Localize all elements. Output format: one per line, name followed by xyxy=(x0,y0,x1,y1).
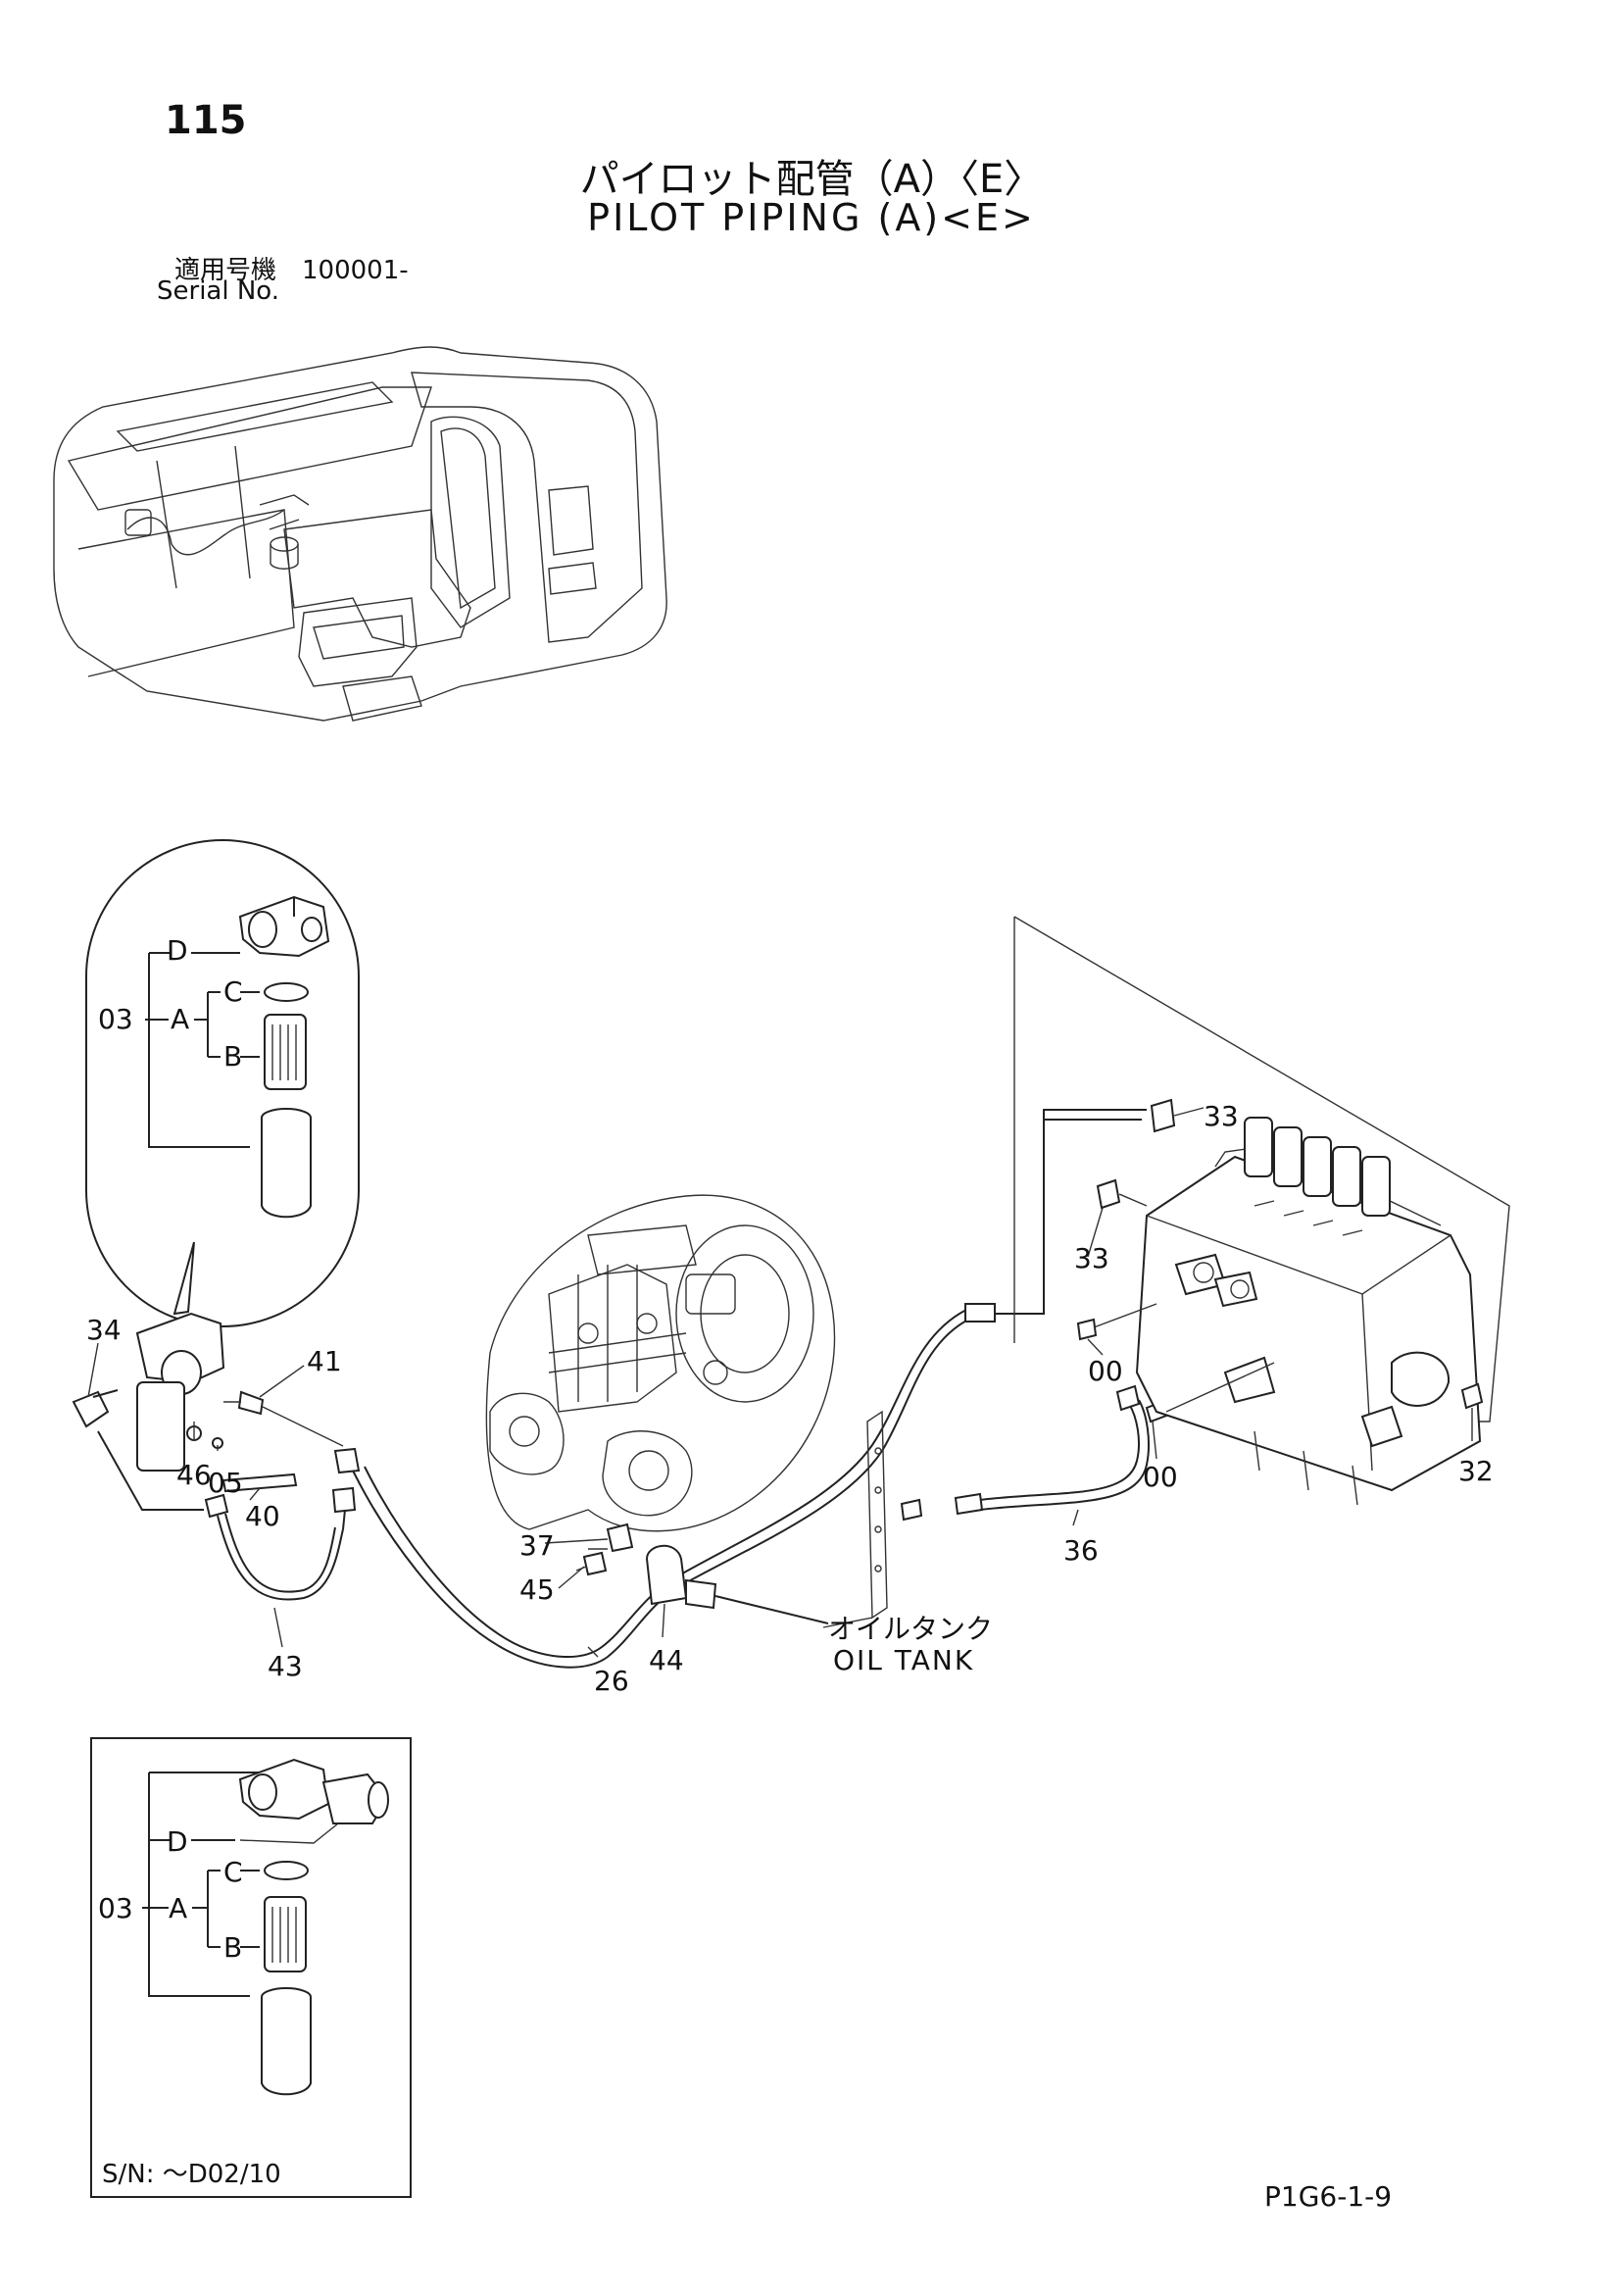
callout-40: 40 xyxy=(245,1500,280,1532)
filter-detail-circle xyxy=(85,839,360,1327)
hose-36 xyxy=(900,1384,1168,1522)
valve-fittings xyxy=(1043,1098,1275,1413)
callout-41: 41 xyxy=(307,1345,342,1377)
detail-circle-label-d: D xyxy=(167,934,188,967)
title-japanese: パイロット配管（A）〈E〉 xyxy=(579,157,1044,202)
detail-circle-label-a: A xyxy=(171,1003,190,1035)
detail-circle-label-b: B xyxy=(223,1040,243,1073)
detail-box-label-ref: 03 xyxy=(98,1892,133,1924)
oil-tank-label-en: OIL TANK xyxy=(833,1644,975,1676)
callout-46: 46 xyxy=(176,1459,212,1491)
figure-code: P1G6-1-9 xyxy=(1264,2180,1393,2213)
callout-45: 45 xyxy=(519,1573,555,1606)
detail-box-serial-note: S/N: ～D02/10 xyxy=(102,2160,281,2189)
control-valve-illustration xyxy=(1013,916,1510,1506)
oil-tank-bracket xyxy=(714,1410,888,1624)
detail-box-label-d: D xyxy=(167,1825,188,1858)
callout-00-right: 00 xyxy=(1143,1461,1178,1493)
hose-26 xyxy=(333,1119,1142,1669)
callout-43: 43 xyxy=(268,1650,303,1682)
callout-00-left: 00 xyxy=(1088,1355,1123,1387)
detail-circle-label-ref: 03 xyxy=(98,1003,133,1035)
pilot-filter-assembly xyxy=(72,1312,357,1601)
callout-36: 36 xyxy=(1063,1534,1099,1567)
title-english: PILOT PIPING (A)<E> xyxy=(587,196,1036,239)
pump-fittings xyxy=(575,1522,717,1610)
detail-box-label-c: C xyxy=(223,1856,243,1888)
callout-05: 05 xyxy=(208,1467,243,1499)
detail-box-label-b: B xyxy=(223,1931,243,1964)
callout-leaders xyxy=(87,1107,1473,1658)
oil-tank-label-jp: オイルタンク xyxy=(828,1613,994,1645)
callout-44: 44 xyxy=(649,1644,684,1676)
callout-33-upper: 33 xyxy=(1204,1100,1239,1132)
machine-overview-illustration xyxy=(53,346,667,722)
callout-37: 37 xyxy=(519,1529,555,1562)
page-number: 115 xyxy=(165,98,247,143)
hydraulic-pump-illustration xyxy=(485,1194,836,1532)
callout-32: 32 xyxy=(1458,1455,1494,1487)
detail-circle-label-c: C xyxy=(223,975,243,1008)
callout-34: 34 xyxy=(86,1314,122,1346)
filter-detail-box xyxy=(90,1737,412,2198)
serial-label-english: Serial No. xyxy=(157,276,279,306)
detail-box-label-a: A xyxy=(169,1892,188,1924)
callout-26: 26 xyxy=(594,1665,629,1697)
callout-33-lower: 33 xyxy=(1074,1242,1109,1274)
serial-label-japanese: 適用号機 100001- xyxy=(174,256,409,285)
